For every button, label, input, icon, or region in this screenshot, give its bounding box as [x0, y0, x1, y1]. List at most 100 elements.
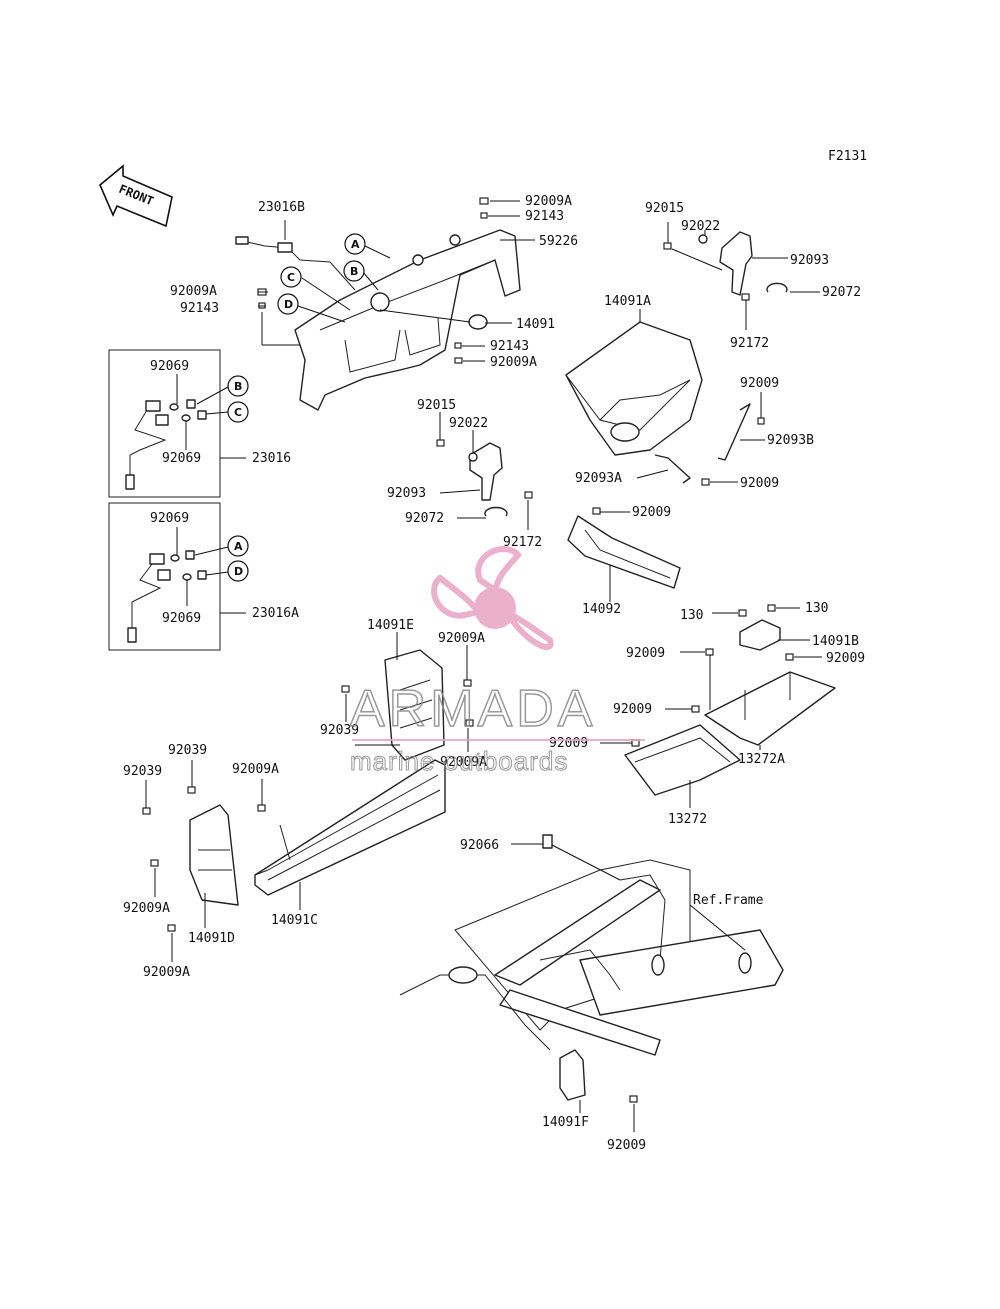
callout-C: C	[227, 401, 249, 423]
plate-13272	[624, 724, 741, 796]
callout-B: B	[227, 375, 249, 397]
label-92143: 92143	[490, 339, 529, 354]
panel-14091D	[142, 786, 239, 932]
wire-harness-23016B	[235, 236, 356, 291]
label-14091F: 14091F	[542, 1115, 589, 1130]
label-23016A: 23016A	[252, 606, 299, 621]
label-14091B: 14091B	[812, 634, 859, 649]
callout-B: B	[343, 260, 365, 282]
label-92009A: 92009A	[123, 901, 170, 916]
label-92009A: 92009A	[440, 755, 487, 770]
label-92009A: 92009A	[438, 631, 485, 646]
label-92069: 92069	[150, 511, 189, 526]
wire-harness-23016A	[127, 550, 207, 643]
panel-14091E	[341, 649, 474, 761]
label-92009: 92009	[607, 1138, 646, 1153]
leader-lines	[439, 412, 529, 530]
label-92009A: 92009A	[170, 284, 217, 299]
label-92093: 92093	[387, 486, 426, 501]
svg-text:C: C	[234, 406, 242, 419]
front-arrow-icon: FRONT	[99, 164, 173, 228]
label-92009A: 92009A	[143, 965, 190, 980]
leader-lines	[636, 309, 765, 483]
label-92039: 92039	[123, 764, 162, 779]
label-14092: 14092	[582, 602, 621, 617]
panel-14091C	[254, 759, 446, 896]
label-92039: 92039	[320, 723, 359, 738]
callout-A: A	[344, 233, 366, 255]
label-92069: 92069	[162, 451, 201, 466]
label-92009: 92009	[740, 376, 779, 391]
cover-14091B	[738, 604, 781, 651]
label-92066: 92066	[460, 838, 499, 853]
plate-13272A	[691, 648, 836, 746]
label-14091: 14091	[516, 317, 555, 332]
svg-text:B: B	[234, 380, 242, 393]
svg-text:A: A	[234, 540, 243, 553]
label-92009: 92009	[626, 646, 665, 661]
label-92009: 92009	[613, 702, 652, 717]
svg-text:A: A	[351, 238, 360, 251]
label-14091D: 14091D	[188, 931, 235, 946]
label-92022: 92022	[681, 219, 720, 234]
label-92009: 92009	[632, 505, 671, 520]
svg-text:B: B	[350, 265, 358, 278]
leader-lines	[667, 222, 820, 330]
inset-box-23016	[108, 349, 221, 498]
label-92009A: 92009A	[525, 194, 572, 209]
leader-lines	[600, 607, 822, 808]
callout-C: C	[280, 266, 302, 288]
label-92009: 92009	[826, 651, 865, 666]
label-130: 130	[805, 601, 828, 616]
svg-text:C: C	[287, 271, 295, 284]
bracket-92093-center	[436, 439, 533, 517]
label-92009A: 92009A	[490, 355, 537, 370]
main-frame	[399, 834, 784, 1103]
callout-D: D	[227, 560, 249, 582]
watermark-subtitle: marine outboards	[350, 746, 568, 776]
label-92015: 92015	[645, 201, 684, 216]
ref-frame-label: Ref.Frame	[693, 893, 764, 908]
label-14091E: 14091E	[367, 618, 414, 633]
svg-text:D: D	[234, 565, 243, 578]
wire-harness-23016	[125, 399, 207, 490]
label-92093: 92093	[790, 253, 829, 268]
inset-box-23016A	[108, 502, 221, 651]
label-92015: 92015	[417, 398, 456, 413]
label-13272A: 13272A	[738, 752, 785, 767]
tray-14092	[567, 507, 681, 589]
label-14091C: 14091C	[271, 913, 318, 928]
leader-lines	[145, 760, 206, 962]
label-92069: 92069	[162, 611, 201, 626]
callout-A: A	[227, 535, 249, 557]
label-92143: 92143	[525, 209, 564, 224]
figure-code: F2131	[828, 149, 867, 164]
label-59226: 59226	[539, 234, 578, 249]
label-92093A: 92093A	[575, 471, 622, 486]
label-14091A: 14091A	[604, 294, 651, 309]
callout-D: D	[277, 293, 299, 315]
watermark-brand: ARMADA	[350, 680, 596, 738]
tray-14091A	[565, 321, 765, 486]
label-92009A: 92009A	[232, 762, 279, 777]
watermark-logo: ARMADA marine outboards	[349, 546, 645, 777]
dash-panel-59226	[294, 229, 521, 411]
label-92072: 92072	[405, 511, 444, 526]
bracket-92093-top	[663, 231, 788, 301]
label-92039: 92039	[168, 743, 207, 758]
label-23016B: 23016B	[258, 200, 305, 215]
label-23016: 23016	[252, 451, 291, 466]
label-92143: 92143	[180, 301, 219, 316]
label-92069: 92069	[150, 359, 189, 374]
leader-lines	[511, 843, 746, 1132]
label-92022: 92022	[449, 416, 488, 431]
label-92072: 92072	[822, 285, 861, 300]
label-92172: 92172	[730, 336, 769, 351]
label-92172: 92172	[503, 535, 542, 550]
leader-lines	[258, 200, 535, 362]
label-92009: 92009	[740, 476, 779, 491]
label-13272: 13272	[668, 812, 707, 827]
label-130: 130	[680, 608, 703, 623]
